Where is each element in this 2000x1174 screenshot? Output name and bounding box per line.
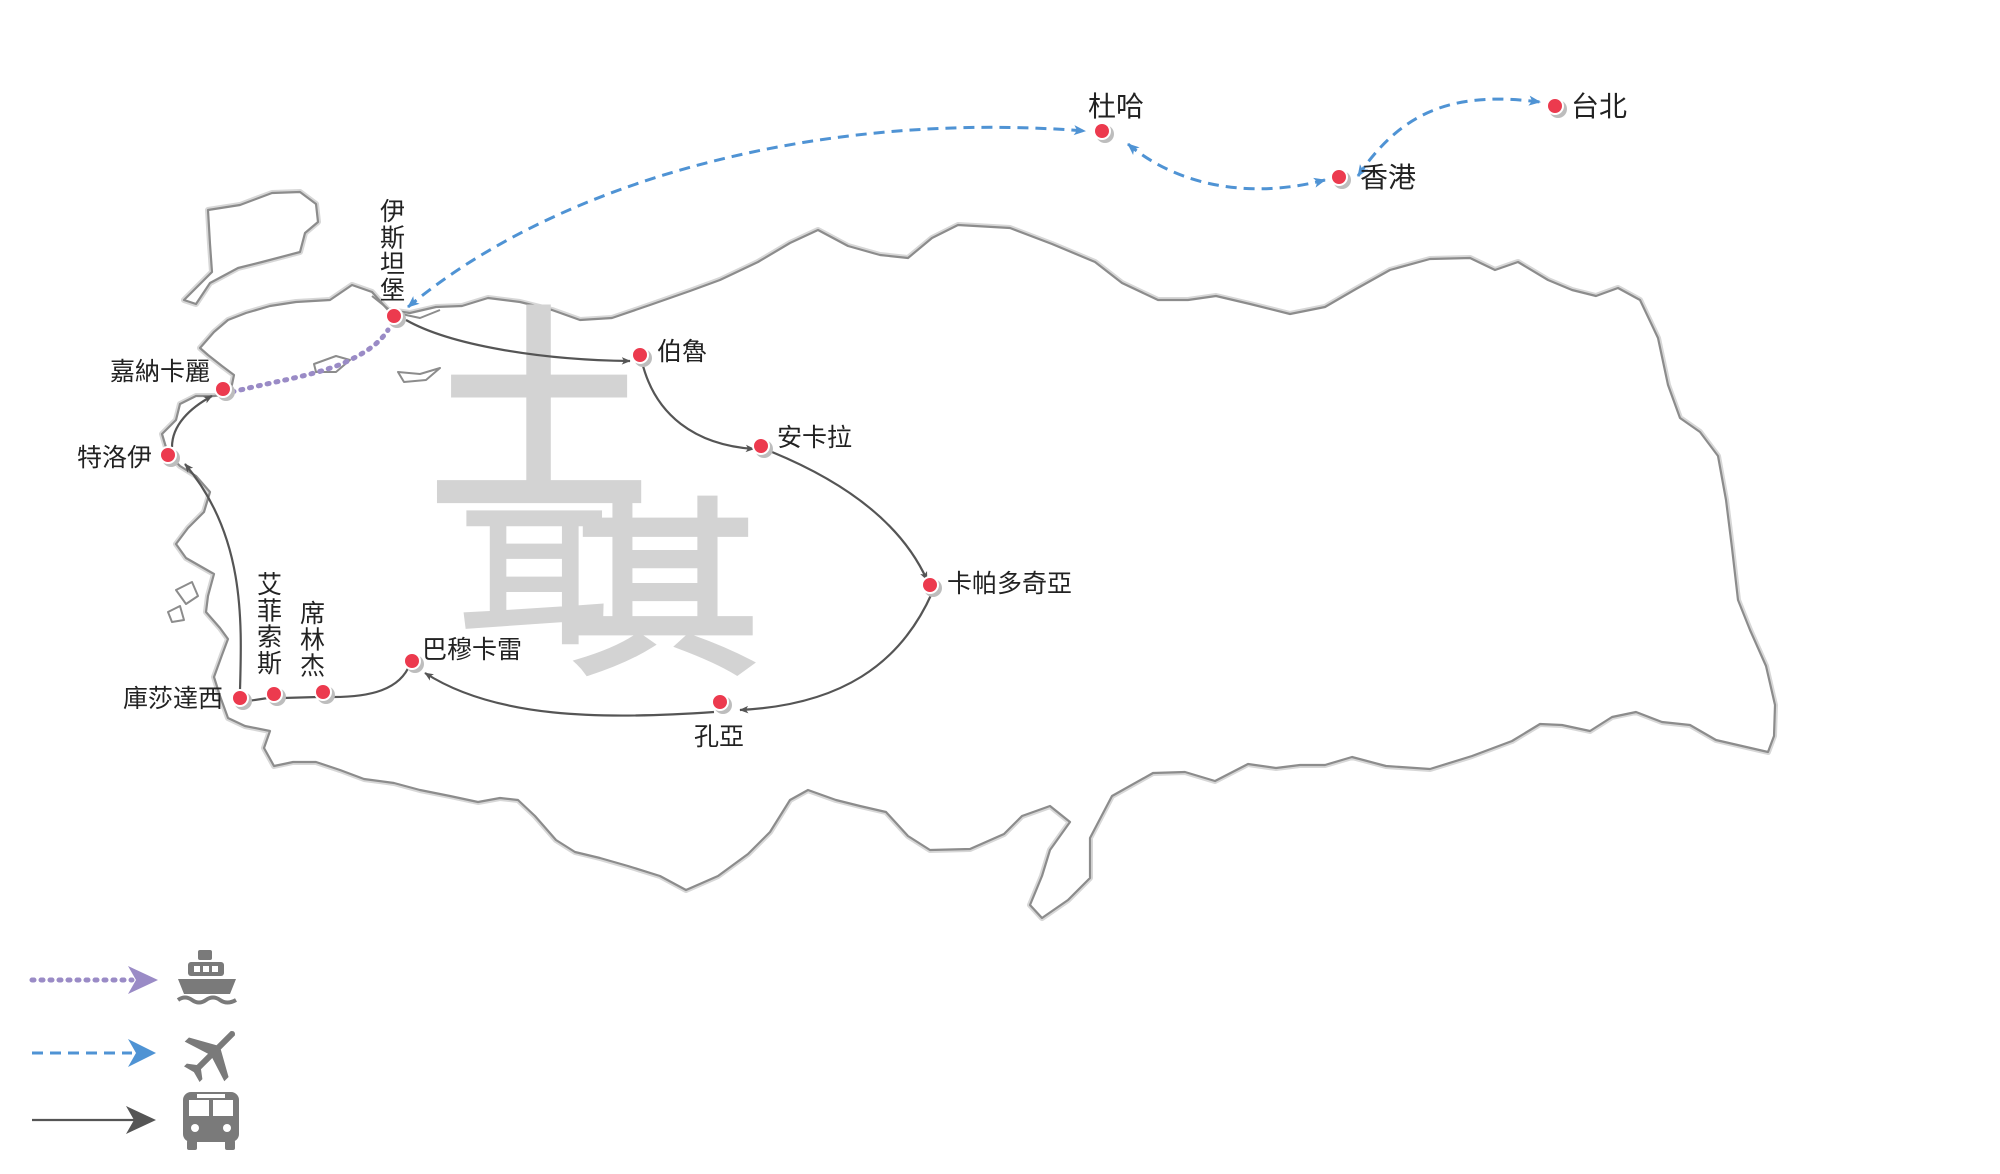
city-dot-istanbul[interactable] bbox=[385, 307, 403, 325]
city-label-char: 坦 bbox=[380, 250, 405, 279]
city-label-hongkong: 香港 bbox=[1360, 161, 1416, 194]
city-label-char: 艾 bbox=[257, 570, 282, 599]
city-label-ephesus: 艾菲索斯 bbox=[257, 570, 282, 678]
marmara-coast bbox=[371, 295, 441, 383]
city-label-char: 索 bbox=[257, 623, 282, 652]
legend-bus-arrow bbox=[126, 1106, 156, 1134]
legend-item-ship bbox=[29, 950, 237, 1005]
route-kusadasi-troy bbox=[184, 463, 242, 691]
city-dot-ephesus[interactable] bbox=[265, 685, 283, 703]
route-bolu-ankara bbox=[640, 361, 755, 453]
city-dot-hongkong[interactable] bbox=[1330, 168, 1348, 186]
legend-plane-arrow bbox=[128, 1039, 156, 1067]
route-istanbul-bolu bbox=[405, 319, 631, 365]
city-sirince[interactable]: 席林杰 bbox=[300, 599, 335, 704]
route-konya-pamukkale bbox=[424, 672, 715, 717]
route-taipei-hongkong bbox=[1356, 95, 1541, 177]
turkey-outline bbox=[159, 189, 1778, 921]
city-label-taipei: 台北 bbox=[1571, 90, 1627, 123]
city-label-char: 席 bbox=[300, 599, 325, 628]
city-dot-konya[interactable] bbox=[711, 693, 729, 711]
city-dot-ankara[interactable] bbox=[752, 437, 770, 455]
city-istanbul[interactable]: 伊斯坦堡 bbox=[380, 197, 406, 328]
watermark-char-2: 耳 bbox=[459, 492, 609, 666]
city-label-kusadasi: 庫莎達西 bbox=[123, 684, 223, 713]
route-canakkale-istanbul bbox=[229, 327, 391, 395]
city-hongkong[interactable]: 香港 bbox=[1330, 161, 1416, 194]
ship-icon bbox=[176, 950, 237, 1005]
city-dot-kusadasi[interactable] bbox=[231, 689, 249, 707]
legend bbox=[29, 950, 239, 1150]
routes-layer bbox=[170, 95, 1541, 717]
city-canakkale[interactable]: 嘉納卡麗 bbox=[110, 357, 235, 401]
city-label-char: 斯 bbox=[380, 223, 405, 252]
cities-layer: 台北 香港 杜哈 伊斯坦堡 伯魯 安卡拉 bbox=[77, 90, 1627, 751]
city-dot-sirince[interactable] bbox=[314, 683, 332, 701]
city-kusadasi[interactable]: 庫莎達西 bbox=[123, 684, 252, 713]
watermark-char-1: 土 bbox=[429, 288, 649, 544]
city-dot-troy[interactable] bbox=[159, 446, 177, 464]
city-label-sirince: 席林杰 bbox=[300, 599, 325, 681]
anatolia-region bbox=[160, 223, 1777, 920]
city-cappadocia[interactable]: 卡帕多奇亞 bbox=[921, 569, 1072, 598]
thrace-region bbox=[182, 190, 320, 306]
marmara-island bbox=[313, 355, 351, 373]
city-label-char: 菲 bbox=[257, 596, 282, 625]
city-ephesus[interactable]: 艾菲索斯 bbox=[257, 570, 286, 706]
city-label-canakkale: 嘉納卡麗 bbox=[110, 357, 210, 386]
city-label-ankara: 安卡拉 bbox=[777, 423, 852, 452]
watermark-char-3: 其 bbox=[570, 482, 760, 703]
city-label-cappadocia: 卡帕多奇亞 bbox=[947, 569, 1072, 598]
city-bolu[interactable]: 伯魯 bbox=[631, 337, 707, 367]
country-watermark: 土 耳 其 bbox=[429, 288, 760, 703]
city-ankara[interactable]: 安卡拉 bbox=[752, 423, 852, 458]
airplane-icon bbox=[184, 1030, 236, 1082]
city-dot-cappadocia[interactable] bbox=[921, 576, 939, 594]
route-doha-istanbul bbox=[407, 125, 1086, 309]
city-konya[interactable]: 孔亞 bbox=[694, 693, 744, 751]
city-dot-taipei[interactable] bbox=[1546, 97, 1564, 115]
city-troy[interactable]: 特洛伊 bbox=[77, 443, 180, 472]
legend-item-plane bbox=[32, 1030, 236, 1082]
route-sirince-ephesus bbox=[282, 695, 319, 700]
city-label-char: 伊 bbox=[380, 197, 405, 226]
city-label-troy: 特洛伊 bbox=[77, 443, 152, 472]
city-dot-pamukkale[interactable] bbox=[403, 652, 421, 670]
bus-icon bbox=[183, 1092, 239, 1150]
route-ankara-cappadocia bbox=[771, 450, 929, 581]
city-label-pamukkale: 巴穆卡雷 bbox=[422, 635, 522, 664]
aegean-islands bbox=[167, 581, 199, 623]
city-pamukkale[interactable]: 巴穆卡雷 bbox=[403, 635, 522, 673]
city-label-char: 斯 bbox=[257, 649, 282, 678]
city-label-char: 杰 bbox=[300, 652, 325, 681]
route-hongkong-doha bbox=[1127, 142, 1326, 191]
legend-item-bus bbox=[32, 1092, 239, 1150]
city-label-istanbul: 伊斯坦堡 bbox=[380, 197, 405, 305]
city-label-konya: 孔亞 bbox=[694, 722, 744, 751]
city-dot-canakkale[interactable] bbox=[214, 380, 232, 398]
route-cappadocia-konya bbox=[739, 592, 934, 714]
city-label-char: 堡 bbox=[380, 276, 405, 305]
city-taipei[interactable]: 台北 bbox=[1546, 90, 1627, 123]
city-label-bolu: 伯魯 bbox=[657, 337, 707, 366]
city-label-char: 林 bbox=[300, 625, 325, 654]
city-doha[interactable]: 杜哈 bbox=[1088, 90, 1144, 143]
city-dot-doha[interactable] bbox=[1093, 122, 1111, 140]
route-troy-canakkale bbox=[170, 395, 213, 448]
city-label-doha: 杜哈 bbox=[1088, 90, 1144, 123]
city-dot-bolu[interactable] bbox=[631, 346, 649, 364]
legend-ship-arrow bbox=[128, 966, 158, 994]
route-pamukkale-sirince bbox=[332, 663, 412, 699]
